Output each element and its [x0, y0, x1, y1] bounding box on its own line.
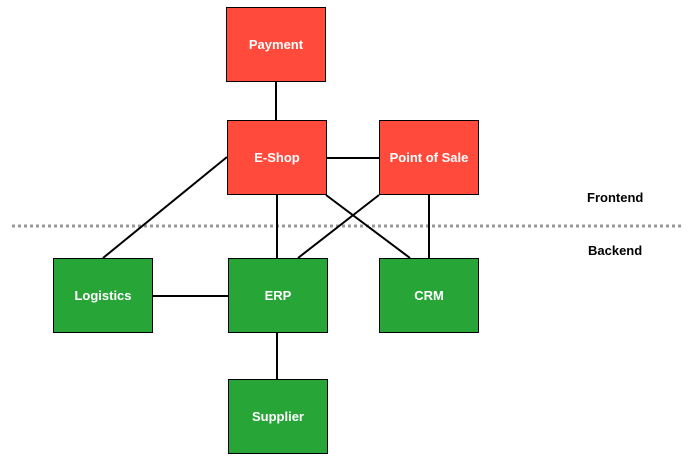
- edge-eshop-logistics: [102, 156, 228, 259]
- node-payment-label: Payment: [248, 37, 304, 52]
- node-logistics[interactable]: Logistics: [53, 258, 153, 333]
- node-supplier[interactable]: Supplier: [228, 379, 328, 454]
- node-crm-label: CRM: [414, 288, 444, 303]
- node-point-of-sale[interactable]: Point of Sale: [379, 120, 479, 195]
- node-supplier-label: Supplier: [251, 409, 304, 424]
- node-eshop-label: E-Shop: [254, 150, 300, 165]
- edge-pos-erp: [297, 194, 380, 259]
- node-erp[interactable]: ERP: [228, 258, 328, 333]
- node-eshop[interactable]: E-Shop: [227, 120, 327, 195]
- zone-label-backend: Backend: [588, 243, 643, 258]
- node-crm[interactable]: CRM: [379, 258, 479, 333]
- edge-eshop-crm: [325, 194, 411, 259]
- node-pos-label: Point of Sale: [389, 150, 469, 165]
- node-logistics-label: Logistics: [74, 288, 132, 303]
- zone-label-frontend: Frontend: [587, 190, 644, 205]
- node-erp-label: ERP: [264, 288, 292, 303]
- node-payment[interactable]: Payment: [226, 7, 326, 82]
